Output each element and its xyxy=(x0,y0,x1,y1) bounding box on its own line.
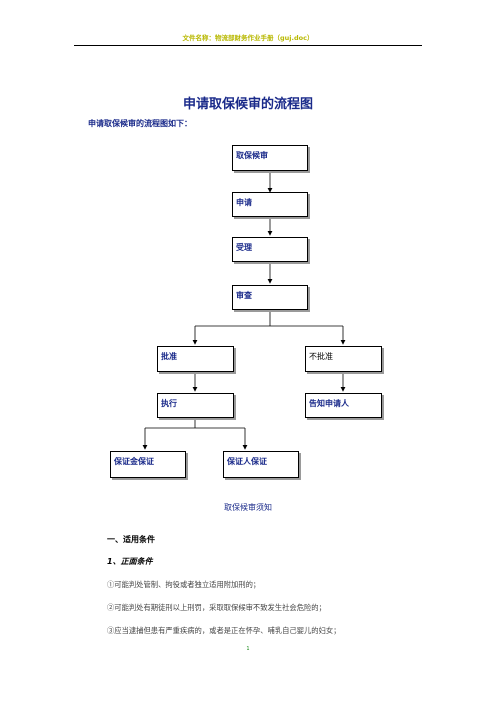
condition-item: ①可能判处管制、拘役或者独立适用附加刑的； xyxy=(107,580,261,589)
box-application: 申请 xyxy=(232,192,308,217)
box-approve: 批准 xyxy=(157,346,234,372)
page-title: 申请取保候审的流程图 xyxy=(182,97,313,112)
box-bond: 保证金保证 xyxy=(110,451,186,478)
intro-text: 申请取保候审的流程图如下： xyxy=(88,119,192,128)
condition-item: ③应当逮捕但患有严重疾病的，或者是正在怀孕、哺乳自己婴儿的妇女； xyxy=(107,626,341,635)
subsection-heading: 1、正面条件 xyxy=(107,557,153,566)
condition-item: ②可能判处有期徒刑以上刑罚，采取取保候审不致发生社会危险的； xyxy=(107,603,326,612)
page-number: 1 xyxy=(246,646,250,652)
box-notify: 告知申请人 xyxy=(305,393,382,418)
box-execute: 执行 xyxy=(157,393,234,418)
header-rule xyxy=(74,45,422,46)
box-review: 审查 xyxy=(232,285,308,310)
box-acceptance: 受理 xyxy=(232,237,308,262)
box-reject: 不批准 xyxy=(305,346,382,372)
box-apply-bail: 取保候审 xyxy=(232,145,308,171)
notice-subtitle: 取保候审须知 xyxy=(224,503,272,512)
page-header: 文件名称：物流部财务作业手册（guj.doc） xyxy=(182,34,314,42)
box-guarantor: 保证人保证 xyxy=(223,451,299,478)
section-heading: 一、适用条件 xyxy=(107,535,155,544)
